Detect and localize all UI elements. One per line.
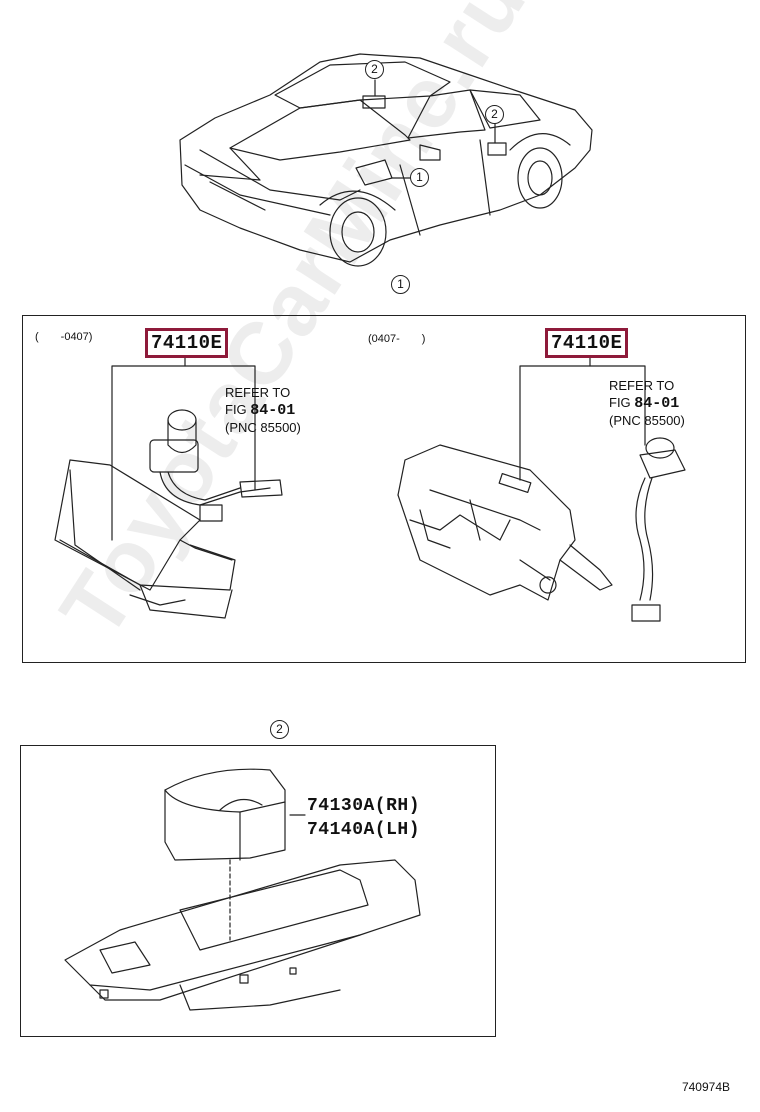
- date-range-early: ( -0407): [35, 331, 93, 343]
- date-range-late: (0407- ): [368, 333, 426, 345]
- refer-note-early: REFER TO FIG 84-01 (PNC 85500): [225, 384, 301, 436]
- diagram-number: 740974B: [681, 1080, 730, 1094]
- part-number-rh[interactable]: 74130A(RH): [307, 796, 421, 816]
- refer-note-late: REFER TO FIG 84-01 (PNC 85500): [609, 377, 685, 429]
- refer-line: REFER TO: [609, 378, 675, 393]
- refer-fig[interactable]: FIG 84-01: [225, 401, 301, 419]
- panel-console-lamp: ( -0407) 74110E REFER TO FIG 84-01 (PNC …: [22, 315, 746, 663]
- panel-courtesy-lamp: 74130A(RH) 74140A(LH): [20, 745, 496, 1037]
- callout-console: 1: [410, 168, 429, 187]
- refer-fig-label: FIG: [609, 395, 631, 410]
- refer-fig-number[interactable]: 84-01: [250, 402, 296, 419]
- callout-side: 2: [485, 105, 504, 124]
- part-number-early[interactable]: 74110E: [145, 328, 229, 358]
- callout-panel2: 2: [270, 720, 289, 739]
- callout-overhead: 2: [365, 60, 384, 79]
- refer-pnc: (PNC 85500): [225, 420, 301, 435]
- refer-pnc: (PNC 85500): [609, 413, 685, 428]
- car-illustration: [179, 53, 593, 267]
- courtesy-lamp-assembly: [64, 768, 421, 1011]
- part-number-lh[interactable]: 74140A(LH): [307, 820, 421, 840]
- refer-fig-number[interactable]: 84-01: [634, 395, 680, 412]
- part-number-late[interactable]: 74110E: [545, 328, 629, 358]
- refer-line: REFER TO: [225, 385, 291, 400]
- refer-fig[interactable]: FIG 84-01: [609, 394, 685, 412]
- lamp-assembly-late: [397, 357, 686, 622]
- callout-main: 1: [391, 275, 410, 294]
- lamp-assembly-early: [54, 357, 283, 619]
- refer-fig-label: FIG: [225, 402, 247, 417]
